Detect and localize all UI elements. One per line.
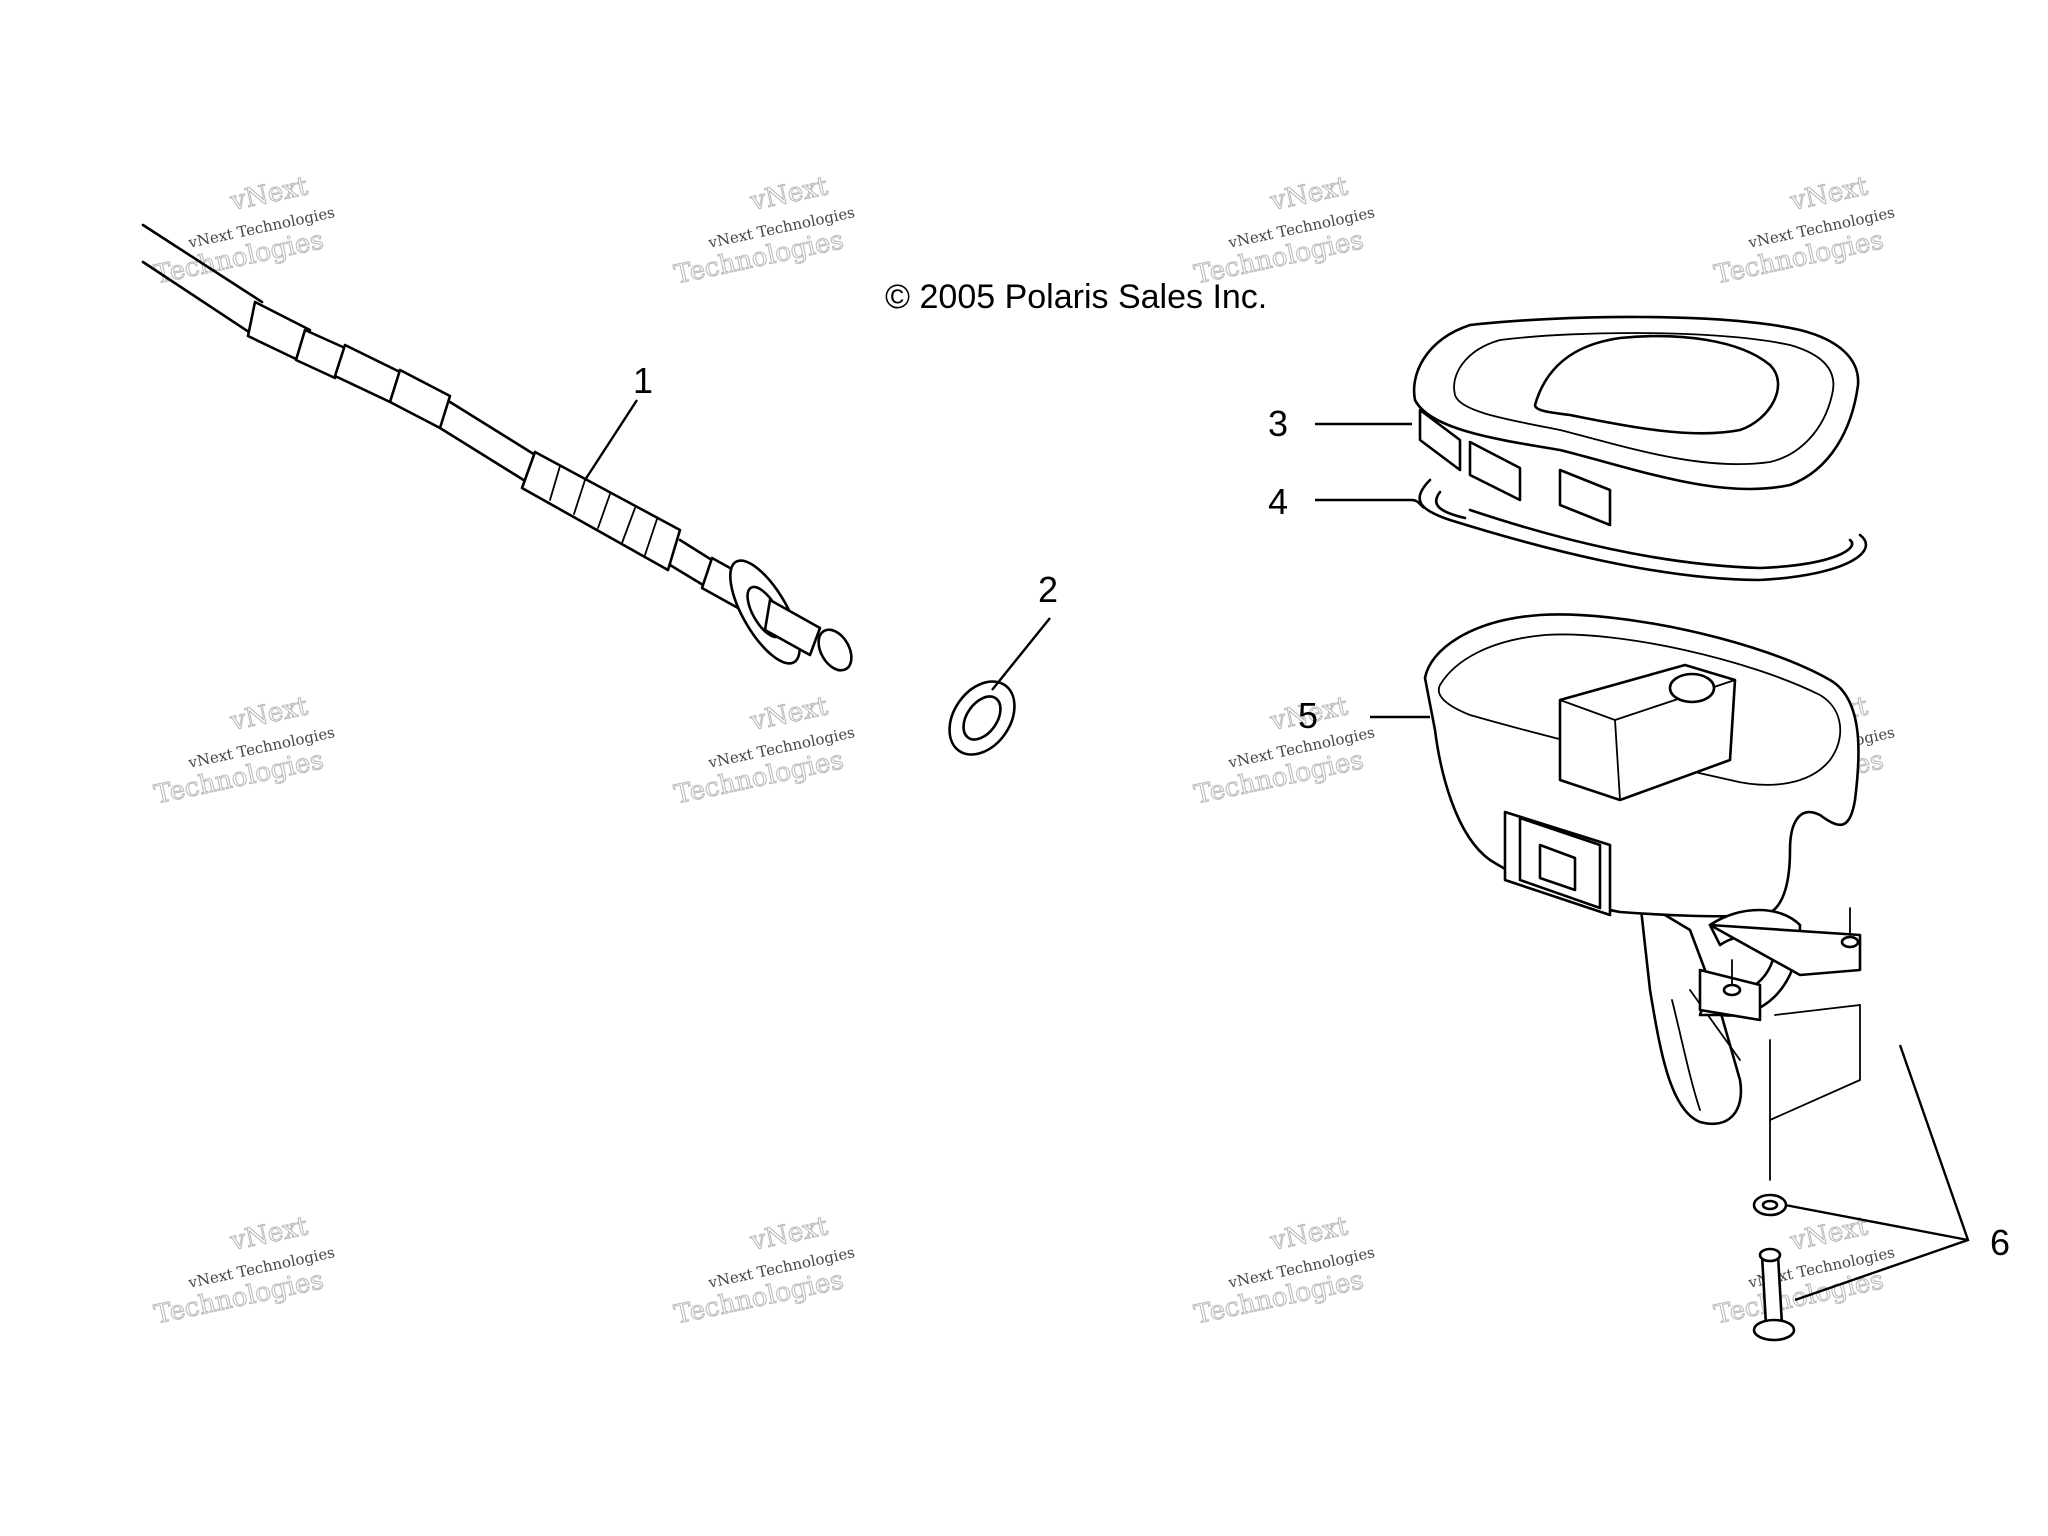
watermark: vNext vNext Technologies Technologies (1191, 1211, 1376, 1331)
leader-lines (583, 399, 1970, 1302)
watermark: vNext vNext Technologies Technologies (671, 691, 856, 811)
watermark: vNext vNext Technologies Technologies (1711, 171, 1896, 291)
part-2-washer (948, 680, 1016, 756)
copyright-text: © 2005 Polaris Sales Inc. (885, 278, 1267, 316)
part-5-throttle-housing (1423, 613, 1860, 1125)
callout-5: 5 (1298, 695, 1318, 736)
callout-6: 6 (1990, 1222, 2010, 1263)
callout-2: 2 (1038, 569, 1058, 610)
watermark: vNext vNext Technologies Technologies (1711, 1211, 1896, 1331)
watermark: vNext vNext Technologies Technologies (151, 691, 336, 811)
callout-1: 1 (633, 360, 653, 401)
part-1-throttle-cable (141, 223, 853, 672)
watermark: vNext vNext Technologies Technologies (151, 171, 336, 291)
callout-3: 3 (1268, 403, 1288, 444)
watermark: vNext vNext Technologies Technologies (1191, 171, 1376, 291)
callout-4: 4 (1268, 481, 1288, 522)
watermark: vNext vNext Technologies Technologies (671, 171, 856, 291)
watermark: vNext vNext Technologies Technologies (671, 1211, 856, 1331)
part-6-clamp-hardware (1698, 907, 1862, 1342)
watermark: vNext vNext Technologies Technologies (1191, 691, 1376, 811)
part-3-cover (1412, 315, 1860, 527)
part-4-gasket (1418, 478, 1868, 582)
watermark: vNext vNext Technologies Technologies (151, 1211, 336, 1331)
